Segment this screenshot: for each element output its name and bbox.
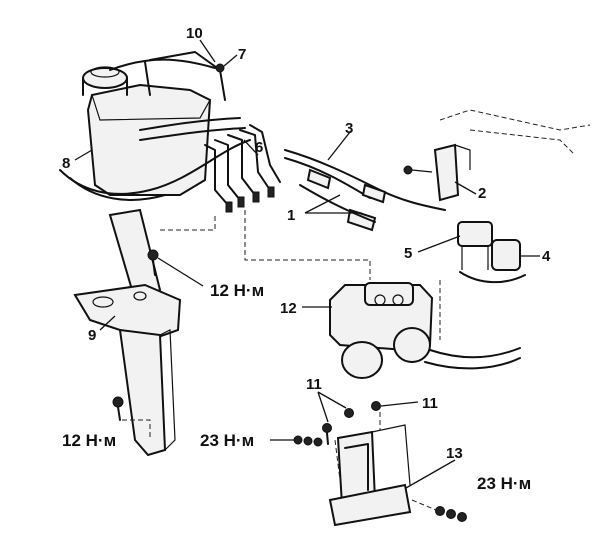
callout-9: 9 [88,327,96,344]
relay-bracket [403,143,471,202]
callout-11-right: 11 [422,395,438,412]
sensor-5 [457,221,493,270]
callout-7: 7 [238,46,246,63]
torque-nuts-left: 23 Н·м [200,431,254,450]
nuts-left [293,435,323,447]
callout-4: 4 [542,248,551,265]
torque-upper-bracket: 12 Н·м [210,281,264,300]
callout-12: 12 [280,300,297,317]
bolt-11-right [371,401,381,411]
dashed-guides [160,109,591,340]
torque-nuts-right: 23 Н·м [477,474,531,493]
torque-lower-bracket: 12 Н·м [62,431,116,450]
callout-10: 10 [186,25,203,42]
callout-13: 13 [446,445,463,462]
bolt-upper-bracket [147,249,159,276]
mounting-bracket [73,208,182,457]
callout-8: 8 [62,155,70,172]
callout-5: 5 [404,245,412,262]
brake-lines-bundle [204,124,281,213]
callout-3: 3 [345,120,353,137]
callout-11-left: 11 [306,376,322,393]
leader-lines [74,39,540,489]
wiring-harness [284,149,446,232]
bolt-7 [215,63,225,73]
callout-1: 1 [287,207,295,224]
lower-bracket [328,424,412,527]
nuts-right [435,506,467,522]
callout-2: 2 [478,185,486,202]
sensor-4 [459,239,526,284]
vent-hose [109,58,216,71]
callout-6: 6 [255,139,263,156]
hydraulic-unit [329,282,521,379]
bolt-11-left [322,423,332,445]
brake-fluid-reservoir [59,51,251,201]
bolt-11-middle [344,408,354,418]
bolt-lower-bracket [112,396,124,421]
